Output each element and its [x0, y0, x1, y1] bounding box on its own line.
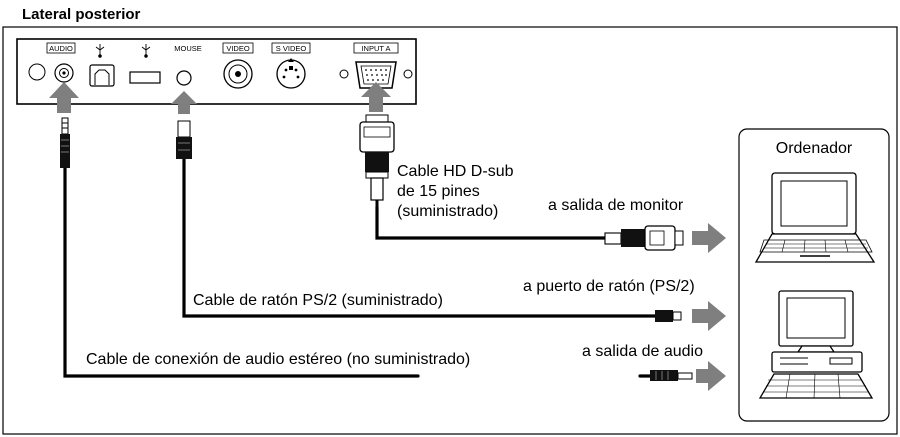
- audio-cable-label: Cable de conexión de audio estéreo (no s…: [86, 351, 470, 368]
- mouse-port-label: MOUSE: [174, 44, 202, 53]
- ps2-plug-icon: [176, 120, 192, 159]
- monitor-output-label: a salida de monitor: [548, 197, 684, 214]
- laptop-icon: [754, 172, 876, 263]
- video-port-label-box: [222, 42, 254, 54]
- usb-a-port-icon: [129, 71, 161, 84]
- audio-jack-icon: [54, 63, 74, 83]
- s-video-port-label-box: [271, 42, 311, 54]
- vga-cable-label-line1: Cable HD D-sub: [397, 163, 514, 180]
- mouse-port-destination-label: a puerto de ratón (PS/2): [523, 278, 695, 295]
- mouse-port-icon: [176, 70, 192, 86]
- vga-cable-label-line3: (suministrado): [397, 203, 498, 220]
- audio-plug-end-icon: [650, 370, 693, 381]
- vga-cable-label-line2: de 15 pines: [397, 183, 480, 200]
- audio-connect-arrow-icon: [49, 82, 79, 113]
- input-a-port-label: INPUT A: [361, 44, 390, 53]
- vga-plug-icon: [359, 114, 395, 207]
- diagram-title: Lateral posterior: [22, 6, 141, 23]
- video-rca-port-icon: [223, 59, 253, 89]
- mouse-cable-label: Cable de ratón PS/2 (suministrado): [193, 292, 443, 309]
- audio-cable: [63, 166, 420, 378]
- usb-icon: [141, 44, 151, 58]
- s-video-port-icon: [276, 58, 306, 89]
- audio-port-label: AUDIO: [49, 44, 73, 53]
- mouse-cable: [182, 156, 659, 318]
- video-port-label: VIDEO: [226, 44, 250, 53]
- diagram-frame: [2, 26, 898, 435]
- rear-panel: AUDIO MOUSE VIDEO S VIDEO INPUT A: [16, 38, 417, 105]
- usb-icon: [95, 44, 105, 58]
- monitor-output-arrow-icon: [692, 223, 726, 253]
- vga-connect-arrow-icon: [361, 82, 391, 112]
- audio-port-label-box: [46, 42, 76, 54]
- input-a-port-label-box: [353, 42, 399, 54]
- desktop-pc-icon: [758, 290, 874, 399]
- s-video-port-label: S VIDEO: [276, 44, 307, 53]
- audio-output-label: a salida de audio: [582, 343, 703, 360]
- vga-port-icon: [355, 61, 397, 89]
- screw-hole-icon: [28, 63, 46, 81]
- audio-output-arrow-icon: [696, 361, 726, 391]
- screw-hole-icon: [339, 69, 349, 79]
- vga-cable: [375, 205, 607, 240]
- audio-plug-icon: [60, 117, 70, 168]
- computer-label: Ordenador: [776, 140, 853, 157]
- usb-b-port-icon: [89, 64, 115, 87]
- vga-plug-end-icon: [604, 225, 684, 251]
- mouse-port-arrow-icon: [692, 301, 726, 331]
- rear-panel-body: [16, 38, 417, 105]
- ps2-plug-end-icon: [655, 310, 682, 322]
- screw-hole-icon: [403, 69, 413, 79]
- mouse-connect-arrow-icon: [171, 91, 197, 114]
